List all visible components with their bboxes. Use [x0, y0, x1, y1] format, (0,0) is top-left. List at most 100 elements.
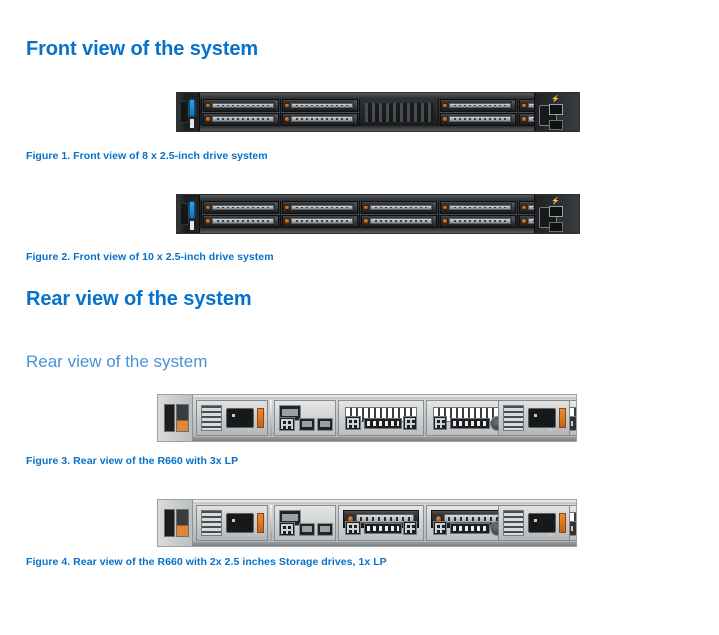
nic-port-grid[interactable]	[345, 521, 361, 535]
drive-release-latch[interactable]	[521, 218, 528, 224]
drive-release-latch[interactable]	[442, 102, 449, 109]
drive-release-latch[interactable]	[205, 116, 212, 122]
info-tag-slot	[180, 101, 189, 123]
chassis-body	[158, 395, 576, 441]
usb-port-a[interactable]	[549, 206, 563, 217]
drive-carrier[interactable]	[440, 99, 516, 112]
nic-port-grid[interactable]	[433, 521, 447, 535]
oculink-connector[interactable]	[364, 418, 402, 429]
usb-port-rear-1[interactable]	[299, 523, 315, 536]
usb-port-rear-1[interactable]	[299, 418, 315, 431]
drive-release-latch[interactable]	[363, 218, 370, 224]
oculink-connector[interactable]	[450, 523, 490, 534]
center-vent-filler-panel	[359, 99, 439, 126]
module-separator	[270, 400, 272, 436]
drive-rail	[354, 217, 357, 226]
psu-release-tab[interactable]	[559, 512, 567, 534]
drive-release-latch[interactable]	[284, 116, 291, 122]
usb-port-rear-2[interactable]	[317, 418, 333, 431]
drive-bay-group-1	[201, 201, 281, 228]
drive-release-latch[interactable]	[521, 116, 528, 122]
pcie-low-profile-slot-1[interactable]	[338, 400, 424, 436]
drive-release-latch[interactable]	[442, 204, 449, 211]
drive-release-latch[interactable]	[442, 218, 449, 224]
nic-port-grid[interactable]	[403, 416, 417, 430]
drive-carrier[interactable]	[282, 113, 358, 126]
bay-divider	[439, 111, 517, 114]
drive-release-latch[interactable]	[284, 204, 291, 211]
chassis-bottom-rail	[177, 228, 579, 233]
power-supply-unit-2[interactable]	[498, 400, 570, 436]
psu-vent-grille	[503, 405, 525, 431]
drive-carrier[interactable]	[203, 99, 279, 112]
drive-carrier[interactable]	[440, 215, 516, 228]
drive-carrier[interactable]	[361, 201, 437, 214]
drive-handle	[449, 116, 512, 122]
drive-rail	[512, 203, 515, 212]
drive-release-latch[interactable]	[521, 204, 528, 211]
chassis-body	[158, 500, 576, 546]
psu-power-connector[interactable]	[528, 513, 557, 533]
service-tag-pull-tab[interactable]	[176, 509, 189, 537]
idrac-port[interactable]	[279, 417, 295, 431]
power-supply-unit-1[interactable]	[196, 400, 268, 436]
drive-carrier[interactable]	[203, 113, 279, 126]
usb-port-micro[interactable]	[549, 222, 563, 232]
drive-release-latch[interactable]	[284, 218, 291, 224]
idrac-port[interactable]	[279, 522, 295, 536]
psu-power-connector[interactable]	[226, 408, 255, 428]
drive-handle	[212, 116, 275, 122]
psu-release-tab[interactable]	[559, 407, 567, 429]
drive-carrier[interactable]	[203, 201, 279, 214]
drive-handle	[212, 204, 275, 211]
heading-front-view: Front view of the system	[26, 38, 259, 60]
drive-handle	[449, 204, 512, 211]
drive-release-latch[interactable]	[205, 218, 212, 224]
drive-release-latch[interactable]	[363, 204, 370, 211]
power-supply-unit-1[interactable]	[196, 505, 268, 541]
rear-left-bezel	[158, 395, 193, 441]
bay-divider	[202, 213, 280, 216]
nic-port-grid[interactable]	[433, 416, 447, 430]
usb-port-rear-2[interactable]	[317, 523, 333, 536]
drive-handle	[370, 204, 433, 211]
drive-release-latch[interactable]	[442, 116, 449, 122]
drive-rail	[275, 101, 278, 110]
drive-carrier[interactable]	[361, 215, 437, 228]
drive-release-latch[interactable]	[521, 102, 528, 109]
drive-bay-group-4	[438, 201, 518, 228]
oculink-connector[interactable]	[364, 523, 402, 534]
drive-rail	[433, 217, 436, 226]
drive-rail	[512, 217, 515, 226]
power-led-indicator	[190, 100, 194, 116]
drive-release-latch[interactable]	[284, 102, 291, 109]
left-control-panel	[177, 195, 200, 233]
usb-port-a[interactable]	[549, 104, 563, 115]
drive-carrier[interactable]	[282, 99, 358, 112]
nic-port-grid[interactable]	[345, 416, 361, 430]
drive-carrier[interactable]	[203, 215, 279, 228]
power-supply-unit-2[interactable]	[498, 505, 570, 541]
info-tag-slot	[180, 203, 189, 225]
drive-release-latch[interactable]	[205, 204, 212, 211]
figure-3-image-rear-3x-lp	[157, 394, 577, 442]
chassis-bottom-rail	[158, 437, 576, 441]
psu-release-tab[interactable]	[257, 512, 265, 534]
usb-port-micro[interactable]	[549, 120, 563, 130]
service-tag-pull-tab[interactable]	[176, 404, 189, 432]
psu-power-connector[interactable]	[226, 513, 255, 533]
drive-release-latch[interactable]	[205, 102, 212, 109]
nic-port-grid[interactable]	[403, 521, 417, 535]
drive-carrier[interactable]	[440, 113, 516, 126]
drive-handle	[212, 218, 275, 224]
drive-carrier[interactable]	[282, 201, 358, 214]
psu-release-tab[interactable]	[257, 407, 265, 429]
oculink-connector[interactable]	[450, 418, 490, 429]
drive-carrier[interactable]	[440, 201, 516, 214]
module-separator	[270, 505, 272, 541]
psu-power-connector[interactable]	[528, 408, 557, 428]
status-led-indicator	[190, 221, 194, 230]
drive-carrier[interactable]	[282, 215, 358, 228]
psu-vent-grille	[503, 510, 525, 536]
